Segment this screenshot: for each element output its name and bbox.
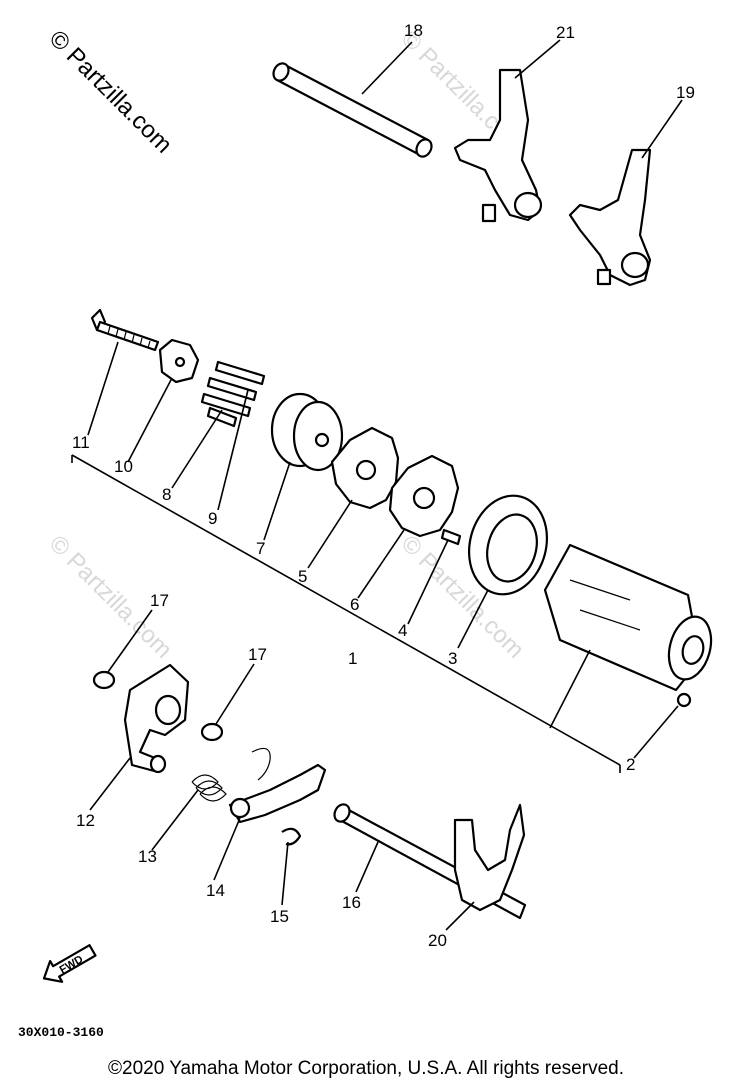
callout-18: 18 [404, 21, 423, 40]
part-10-stopper[interactable] [158, 338, 200, 384]
callout-6: 6 [350, 595, 359, 614]
fwd-label: FWD [58, 953, 86, 976]
callout-5: 5 [298, 567, 307, 586]
callout-10: 10 [114, 457, 133, 476]
part-2-plug[interactable] [676, 692, 692, 708]
callout-16: 16 [342, 893, 361, 912]
callout-3: 3 [448, 649, 457, 668]
part-4-pin[interactable] [440, 528, 462, 546]
callout-19: 19 [676, 83, 695, 102]
part-7-segment[interactable] [270, 392, 344, 472]
part-1-shift-drum[interactable] [543, 543, 718, 692]
watermark-main: © Partzilla.com [44, 25, 177, 158]
part-17-circlip-a[interactable] [92, 670, 116, 690]
callout-11: 11 [72, 433, 90, 452]
leader-lines [71, 39, 683, 931]
callout-20: 20 [428, 931, 447, 950]
part-21-shift-fork[interactable] [453, 68, 543, 223]
fwd-arrow-icon: FWD [42, 944, 97, 983]
callout-12: 12 [76, 811, 95, 830]
part-19-shift-fork[interactable] [568, 148, 652, 287]
callout-labels: 18 21 19 11 10 8 9 7 5 6 4 1 3 2 17 17 1… [72, 21, 695, 950]
callout-17b: 17 [248, 645, 267, 664]
drawing-code: 30X010-3160 [18, 1025, 104, 1040]
part-14-shift-lever[interactable] [228, 747, 327, 824]
part-6-star-plate[interactable] [388, 454, 460, 538]
part-12-shift-arm[interactable] [123, 663, 190, 774]
part-15-clip[interactable] [281, 827, 302, 846]
part-5-star-plate[interactable] [330, 426, 400, 510]
callout-14: 14 [206, 881, 225, 900]
callout-15: 15 [270, 907, 289, 926]
callout-4: 4 [398, 621, 407, 640]
part-17-circlip-b[interactable] [200, 722, 224, 742]
copyright-notice: ©2020 Yamaha Motor Corporation, U.S.A. A… [108, 1058, 624, 1079]
callout-17a: 17 [150, 591, 169, 610]
part-11-screw[interactable] [90, 308, 160, 352]
callout-21: 21 [556, 23, 575, 42]
part-20-shift-fork[interactable] [453, 803, 526, 912]
callout-8: 8 [162, 485, 171, 504]
callout-1: 1 [348, 649, 357, 668]
callout-13: 13 [138, 847, 157, 866]
part-18-guide-bar[interactable] [271, 61, 435, 159]
callout-9: 9 [208, 509, 217, 528]
callout-7: 7 [256, 539, 265, 558]
callout-2: 2 [626, 755, 635, 774]
part-8-9-pins[interactable] [200, 360, 266, 428]
part-13-spring[interactable] [191, 774, 227, 802]
part-3-bearing[interactable] [458, 487, 557, 603]
